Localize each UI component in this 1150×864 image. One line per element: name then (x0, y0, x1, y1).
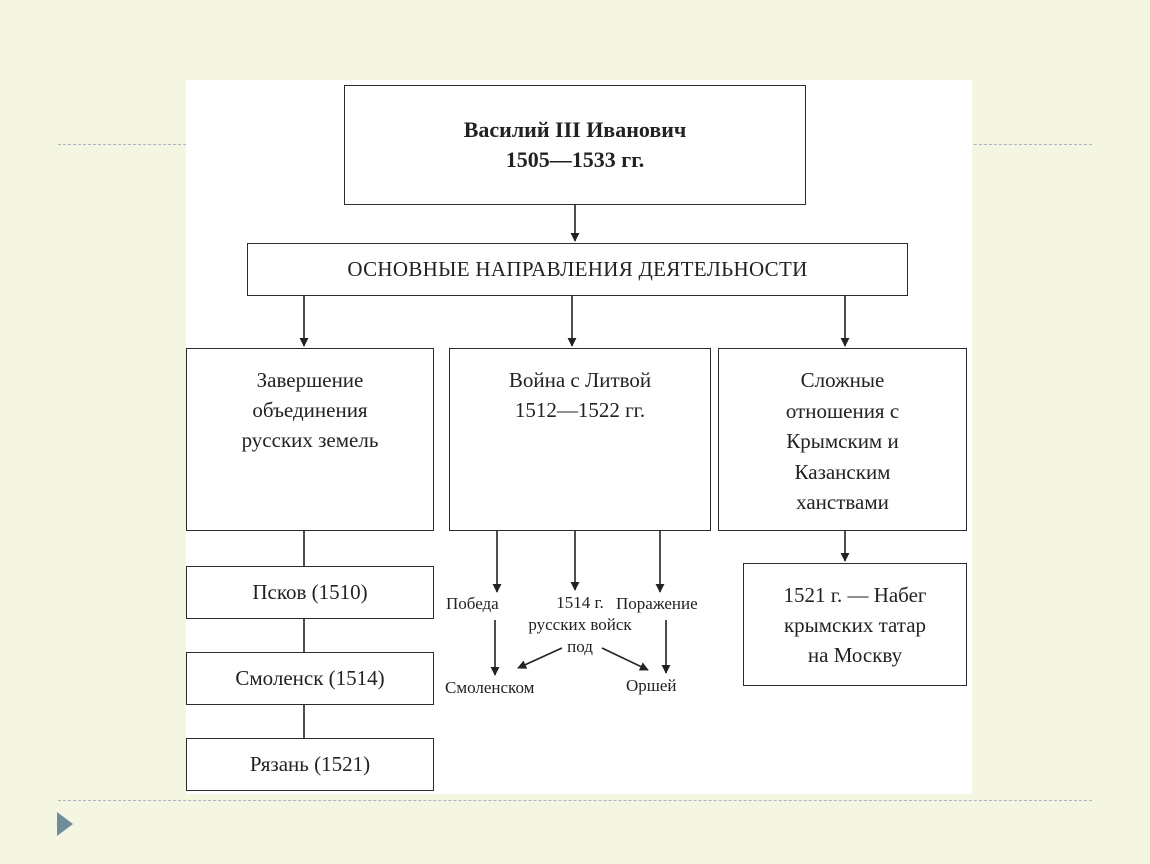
raid-line: 1521 г. — Набег (783, 582, 927, 607)
pskov-label: Псков (1510) (252, 580, 368, 604)
raid-line: на Москву (807, 642, 903, 667)
arrow-middle-to-orsha (601, 647, 649, 671)
battle-1514-line: под (567, 637, 593, 656)
smolensk-battle-label: Смоленском (445, 678, 535, 697)
raid-line: крымских татар (783, 612, 927, 637)
pskov-box: Псков (1510) (186, 566, 434, 619)
khanates-line: Сложные (800, 368, 885, 392)
slide-bottom-rule (58, 800, 1092, 801)
unification-box: Завершение объединения русских земель (186, 348, 434, 531)
ruler-name: Василий III Иванович (463, 117, 687, 142)
khanates-box: Сложные отношения с Крымским и Казанским… (718, 348, 967, 531)
khanates-line: Крымским и (786, 429, 899, 453)
ruler-box: Василий III Иванович 1505—1533 гг. (344, 85, 806, 205)
ryazan-box: Рязань (1521) (186, 738, 434, 791)
unification-line: русских земель (241, 428, 379, 452)
khanates-line: отношения с (785, 398, 900, 423)
smolensk-label: Смоленск (1514) (235, 666, 385, 690)
ruler-years: 1505—1533 гг. (505, 147, 645, 172)
battle-1514-line: 1514 г. (556, 593, 604, 612)
victory-label: Победа (446, 594, 499, 613)
unification-line: Завершение (256, 368, 364, 392)
lithuania-line: 1512—1522 гг. (514, 398, 646, 422)
orsha-battle-label: Оршей (626, 676, 677, 695)
lithuania-line: Война с Литвой (508, 368, 652, 392)
defeat-label: Поражение (616, 594, 698, 613)
ryazan-label: Рязань (1521) (249, 752, 371, 776)
lithuania-war-box: Война с Литвой 1512—1522 гг. (449, 348, 711, 531)
crimean-raid-box: 1521 г. — Набег крымских татар на Москву (743, 563, 967, 686)
smolensk-box: Смоленск (1514) (186, 652, 434, 705)
directions-title: ОСНОВНЫЕ НАПРАВЛЕНИЯ ДЕЯТЕЛЬНОСТИ (347, 257, 808, 281)
unification-line: объединения (252, 398, 368, 422)
khanates-line: ханствами (796, 490, 889, 514)
arrow-middle-to-smolensk (517, 647, 563, 669)
khanates-line: Казанским (794, 459, 891, 484)
battle-1514-label: 1514 г. русских войск под (500, 592, 660, 658)
directions-box: ОСНОВНЫЕ НАПРАВЛЕНИЯ ДЕЯТЕЛЬНОСТИ (247, 243, 908, 296)
battle-1514-line: русских войск (528, 615, 632, 634)
play-icon (57, 812, 73, 836)
